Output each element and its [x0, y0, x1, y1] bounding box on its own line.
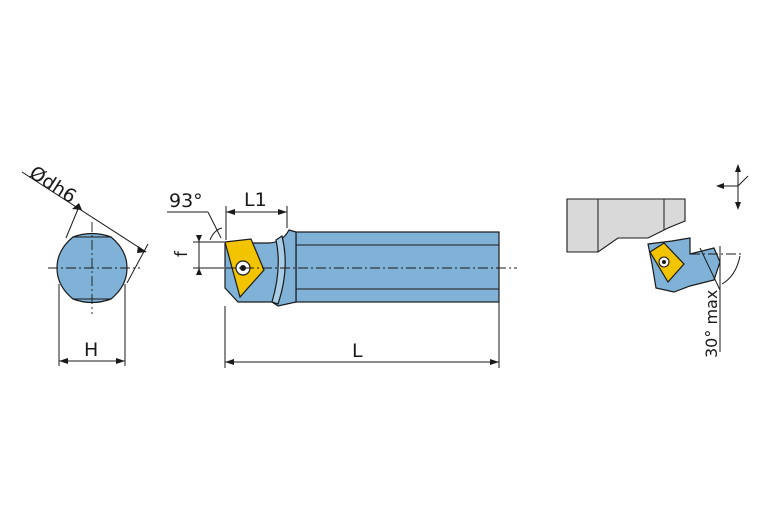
height-arrow-right: [116, 358, 125, 364]
ramp-angle-arc: [721, 255, 741, 285]
feed-direction-icon: [716, 164, 749, 210]
shank-body: [295, 231, 500, 303]
angle-leader-diagonal: [207, 211, 222, 239]
l-arrow-left: [225, 359, 234, 365]
ramp-label: 30° max: [702, 290, 721, 358]
l-label: L: [352, 340, 363, 362]
diameter-arrow-1: [72, 203, 82, 210]
angle-arc: [209, 227, 223, 241]
l-arrow-right: [490, 359, 499, 365]
height-arrow-left: [59, 358, 68, 364]
angle-label: 93°: [169, 190, 203, 212]
application-view: 30° max: [566, 164, 749, 358]
ramp-angle-line: [699, 247, 721, 291]
height-label: H: [84, 339, 98, 361]
diameter-dimension-line: [21, 171, 147, 253]
f-label: f: [172, 250, 192, 257]
diameter-extension-1: [65, 208, 79, 239]
diameter-label: Ødh6: [25, 162, 80, 208]
side-view: L1 93° f L: [167, 189, 517, 368]
head-chamfer: [271, 235, 286, 305]
f-arrow-top: [196, 235, 202, 242]
l1-label: L1: [244, 189, 267, 211]
f-arrow-bottom: [196, 268, 202, 275]
insert-screw-app-center: [662, 260, 666, 264]
l1-arrow-right: [278, 209, 287, 215]
insert-screw-center: [240, 265, 246, 271]
diameter-arrow-2: [137, 246, 147, 253]
workpiece: [566, 198, 686, 253]
end-view: Ødh6 H: [21, 162, 149, 366]
l1-arrow-left: [226, 209, 235, 215]
